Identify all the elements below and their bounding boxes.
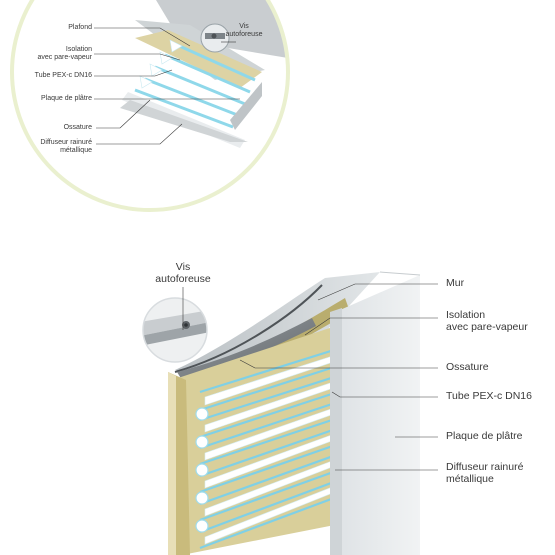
wall-plaster — [340, 275, 420, 555]
label-tube-small: Tube PEX-c DN16 — [34, 72, 92, 79]
wall-leaders — [182, 283, 438, 471]
wall-mur — [175, 272, 380, 375]
ceiling-leaders — [94, 27, 240, 145]
label-isolation: Isolation avec pare-vapeur — [446, 309, 528, 333]
label-plafond: Plafond — [68, 24, 92, 31]
label-plaque: Plaque de plâtre — [446, 430, 523, 442]
ceiling-pipes — [134, 42, 256, 129]
vis-zoom — [142, 297, 208, 363]
ceiling-insulation — [135, 30, 262, 88]
ceiling-callout — [10, 0, 290, 212]
label-ossature: Ossature — [446, 361, 489, 373]
label-diffuseur: Diffuseur rainuré métallique — [446, 461, 524, 485]
ceiling-callout-border — [10, 0, 290, 212]
label-mur: Mur — [446, 277, 465, 289]
label-isolation-small: Isolation avec pare-vapeur — [37, 46, 92, 61]
label-tube: Tube PEX-c DN16 — [446, 390, 532, 402]
wall-section — [168, 271, 421, 555]
label-plaque-small: Plaque de plâtre — [41, 95, 92, 102]
label-vis-small: Vis autoforeuse — [225, 23, 263, 38]
ceiling-slab — [150, 0, 288, 60]
ceiling-diffuser — [230, 82, 262, 130]
label-diffuseur-small: Diffuseur rainuré métallique — [40, 139, 92, 154]
label-ossature-small: Ossature — [63, 124, 92, 131]
label-vis: Vis autoforeuse — [155, 261, 211, 285]
